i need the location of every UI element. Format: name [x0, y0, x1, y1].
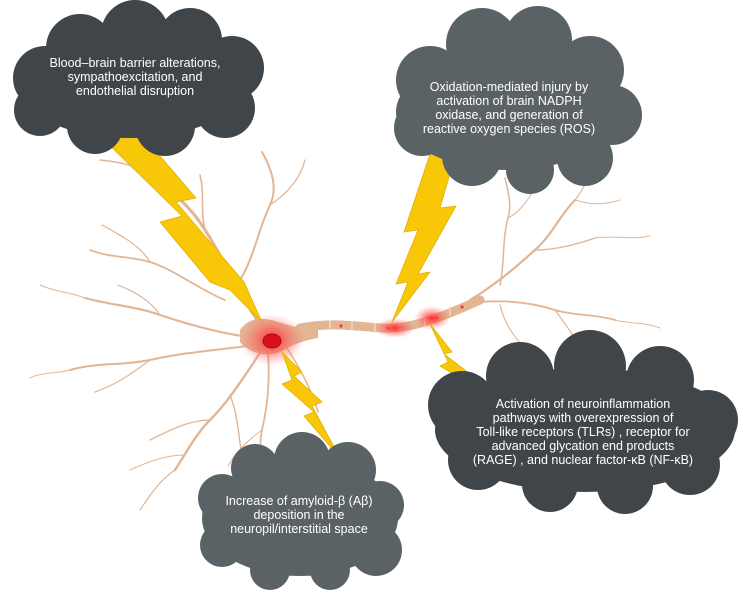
lightning-bolts	[95, 127, 495, 459]
lightning-bolt-bbb	[95, 127, 263, 323]
cloud-neuroinflammation-text: Activation of neuroinflammation pathways…	[472, 397, 694, 467]
lightning-bolt-ros	[391, 145, 459, 323]
cloud-ros	[394, 6, 642, 194]
cloud-neuroinflammation	[428, 330, 738, 514]
cloud-bbb	[13, 0, 264, 156]
cloud-ros-text: Oxidation-mediated injury by activation …	[422, 80, 596, 136]
cloud-amyloid-text: Increase of amyloid-β (Aβ) deposition in…	[225, 494, 373, 536]
neuron-nucleus	[262, 333, 282, 349]
cloud-bbb-text: Blood–brain barrier alterations, sympath…	[49, 56, 221, 98]
cloud-amyloid	[198, 432, 404, 590]
